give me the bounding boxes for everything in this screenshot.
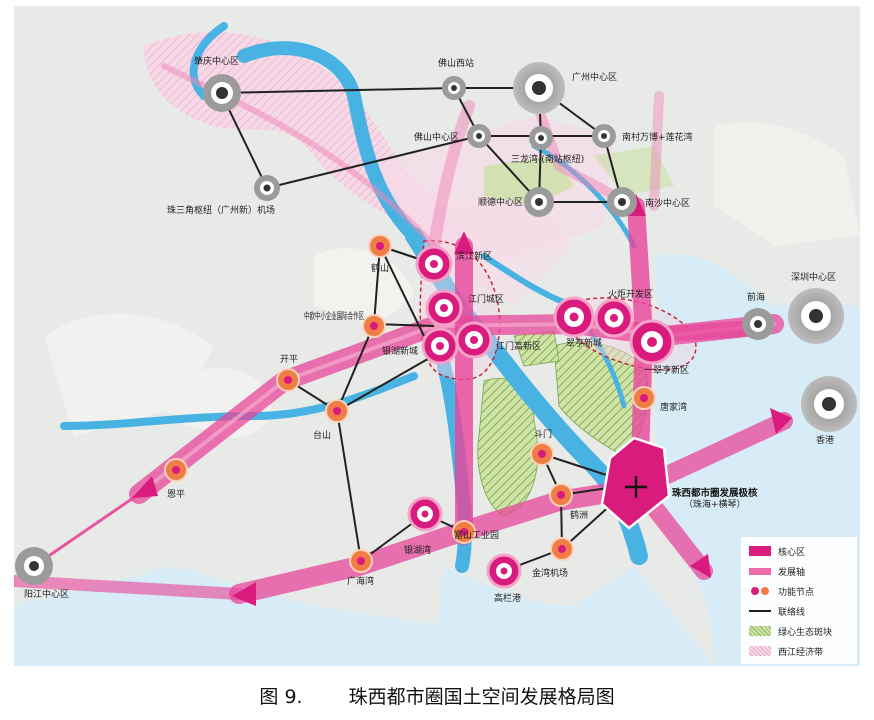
label-nansha: 南沙中心区 (645, 197, 690, 209)
legend-item-green: 绿心生态斑块 (749, 623, 832, 639)
jm-highspeed-node (455, 321, 493, 359)
green-hatch-icon (749, 626, 771, 636)
jiangmen-city-node (425, 289, 463, 327)
label-gaolan-ind: 富山工业园 (454, 529, 499, 541)
airport-node (254, 175, 280, 201)
label-gaolan: 高栏港 (494, 592, 521, 604)
legend-label: 功能节点 (778, 587, 815, 598)
label-binjiang: 滨江新区 (456, 250, 492, 262)
cuiheng-new-node (629, 319, 675, 365)
map-legend: 核心区 发展轴 功能节点 联络线 绿心生态斑块 西江经济带 (741, 537, 857, 664)
legend-item-belt: 西江经济带 (749, 643, 823, 659)
figure-number: 图 9. (259, 686, 303, 708)
label-zhuxi-hub-sub: （珠海+横琴） (684, 498, 746, 510)
figure-caption: 图 9. 珠西都市圈国土空间发展格局图 (0, 682, 874, 709)
label-cuiheng: 火炬开发区 (608, 288, 653, 300)
label-hexin: 鹤洲 (570, 509, 588, 521)
label-cuiheng2: 翠亨新城 (566, 337, 602, 349)
label-airport: 珠三角枢纽（广州新）机场 (167, 204, 275, 216)
figure-title: 珠西都市圈国土空间发展格局图 (348, 686, 615, 708)
binjiang-node (415, 245, 453, 283)
legend-label: 联络线 (778, 607, 806, 618)
foshan-node (467, 124, 491, 148)
label-jm-highspeed: 江门高新区 (496, 340, 541, 352)
jinwan-node (550, 537, 574, 561)
label-foshan-west: 佛山西站 (438, 57, 474, 69)
label-guanghai: 广海湾 (347, 575, 374, 587)
legend-label: 西江经济带 (778, 647, 824, 658)
label-jinwan: 金湾机场 (532, 567, 568, 579)
label-foshan: 佛山中心区 (414, 131, 459, 143)
sme-park-node (362, 314, 386, 338)
gaolan-ind-node (452, 520, 476, 544)
heshan-node (368, 234, 392, 258)
legend-item-axis: 发展轴 (749, 563, 805, 579)
kaiping-node (276, 368, 300, 392)
label-taishan: 台山 (313, 429, 331, 441)
label-kaiping: 开平 (280, 354, 298, 365)
legend-label: 核心区 (778, 547, 806, 558)
label-zhuxi-hub: 珠西都市圈发展极核 (672, 487, 758, 499)
label-guangzhou: 广州中心区 (572, 71, 617, 83)
foshan-west-node (442, 76, 466, 100)
yindu-node (421, 327, 459, 365)
magenta-block-icon (749, 546, 771, 556)
zhaoqing-node (203, 74, 241, 112)
hexin-node (549, 483, 573, 507)
qianhai-node (742, 308, 774, 340)
legend-item-core: 核心区 (749, 543, 805, 559)
shunde-node (524, 187, 554, 217)
label-nancun: 南村万博+莲花湾 (622, 131, 693, 143)
doumen-node (530, 442, 554, 466)
nancun-node (592, 124, 616, 148)
label-sme-park: 中欧中小企业国际合作区 (304, 310, 364, 322)
legend-label: 绿心生态斑块 (778, 627, 833, 638)
map-canvas[interactable]: 肇庆中心区 佛山西站 广州中心区 佛山中心区 三龙湾-(南站枢纽) 南村万博+莲… (14, 6, 860, 666)
guanghai-node (349, 549, 373, 573)
shenzhen-node (788, 288, 844, 344)
label-cuiheng-new: 一翠亨新区 (644, 364, 689, 376)
hk-node (801, 376, 857, 432)
dots-icon (749, 586, 771, 596)
pink-core-nodes[interactable] (407, 245, 675, 589)
label-yinhu: 银湖湾 (404, 544, 431, 556)
label-sanlong: 三龙湾-(南站枢纽) (511, 153, 584, 165)
tangjia-node (632, 386, 656, 410)
label-shunde: 顺德中心区 (478, 196, 523, 208)
label-tangjia: 唐家湾 (660, 401, 687, 413)
label-hk: 香港 (816, 434, 834, 446)
label-qianhai: 前海 (747, 291, 765, 303)
legend-item-links: 联络线 (749, 603, 805, 619)
guangzhou-node (513, 62, 565, 114)
nansha-node (607, 187, 637, 217)
zhuxi-hub[interactable] (600, 436, 671, 530)
place-labels: 肇庆中心区 佛山西站 广州中心区 佛山中心区 三龙湾-(南站枢纽) 南村万博+莲… (24, 55, 836, 604)
label-doumen: 斗门 (534, 428, 552, 440)
sanlong-node (529, 126, 553, 150)
label-zhaoqing: 肇庆中心区 (194, 55, 239, 67)
enping-node (164, 458, 188, 482)
label-jiangmen-city: 江门城区 (468, 293, 504, 305)
gaolan-node (486, 553, 522, 589)
yinhu-node (407, 496, 443, 532)
label-yangjiang: 阳江中心区 (24, 588, 69, 600)
label-shenzhen: 深圳中心区 (791, 271, 836, 283)
cuiheng2-node (553, 296, 595, 338)
functional-nodes[interactable] (164, 234, 656, 573)
yangjiang-node (15, 547, 53, 585)
legend-item-nodes: 功能节点 (749, 583, 814, 599)
label-heshan: 鹤山 (371, 262, 389, 274)
legend-label: 发展轴 (778, 567, 806, 578)
label-yindu: 银湖新城 (382, 345, 418, 357)
pink-band-icon (749, 567, 771, 575)
taishan-node (325, 399, 349, 423)
cuiheng-node (594, 298, 634, 338)
line-icon (749, 606, 771, 616)
grey-centre-nodes[interactable] (15, 62, 857, 585)
pink-hatch-icon (749, 646, 771, 656)
label-enping: 恩平 (167, 489, 185, 500)
